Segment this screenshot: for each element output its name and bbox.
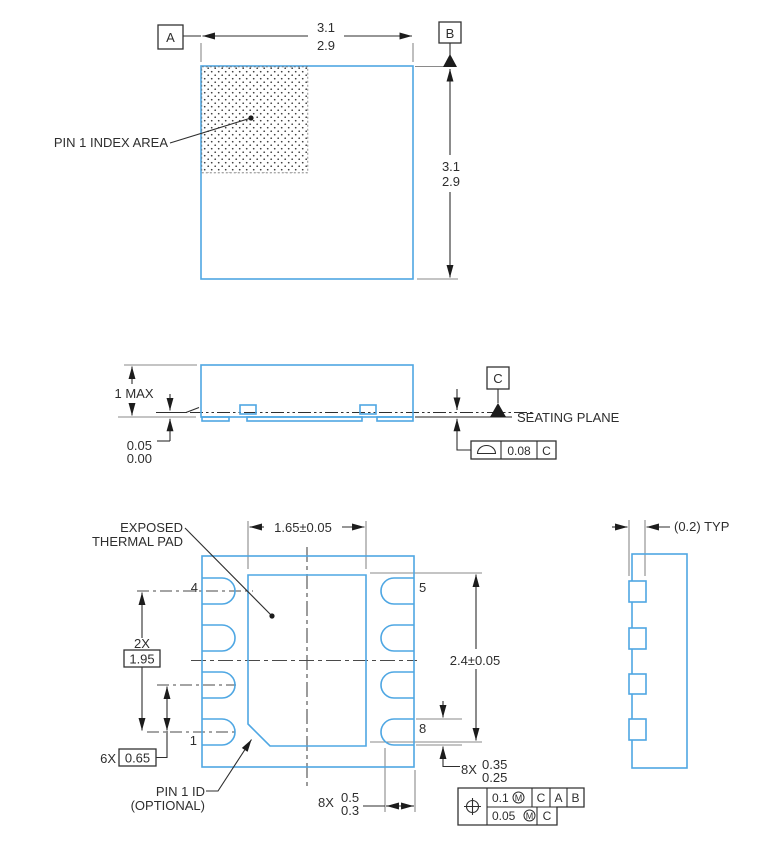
lead-thickness-dimension: (0.2) TYP xyxy=(612,519,729,534)
seating-plane-label: SEATING PLANE xyxy=(517,410,620,425)
exposed-pad-label-1: EXPOSED xyxy=(120,520,183,535)
pin-pitch-dimension: 6X 0.65 xyxy=(100,686,171,767)
lead-width-qty: 8X xyxy=(461,762,477,777)
left-pins xyxy=(202,577,236,746)
pin1-id-label-1: PIN 1 ID xyxy=(156,784,205,799)
pin1-id-callout: PIN 1 ID (OPTIONAL) xyxy=(131,739,252,813)
position-frame: 0.1 M C A B 0.05 M C xyxy=(457,787,585,826)
detail-body-outline xyxy=(631,553,688,769)
top-view: 3.1 2.9 3.1 2.9 A B PIN 1 INDEX AREA xyxy=(54,20,462,280)
top-width-dimension: 3.1 2.9 xyxy=(183,20,412,53)
lead-length-min: 0.3 xyxy=(341,803,359,818)
lead-width-max: 0.35 xyxy=(482,757,507,772)
pad-width-value: 1.65±0.05 xyxy=(274,520,332,535)
pad-width-dimension: 1.65±0.05 xyxy=(249,520,365,535)
lead-length-dimension: 8X 0.5 0.3 xyxy=(318,790,414,818)
position-modifier-1: M xyxy=(515,793,523,803)
mmc-modifier-circle xyxy=(512,791,525,804)
bottom-view-centerlines xyxy=(137,547,417,790)
detail-view: (0.2) TYP xyxy=(612,519,729,769)
span-value: 1.95 xyxy=(129,652,154,667)
bottom-view: 4 5 1 8 EXPOSED THERMAL PAD 1.65±0.05 2.… xyxy=(92,520,585,826)
pin-number-8: 8 xyxy=(419,721,426,736)
height-max-label: 1 MAX xyxy=(114,386,153,401)
leader-dot xyxy=(248,115,254,121)
seating-plane: SEATING PLANE C xyxy=(415,366,620,425)
side-view-extension-lines xyxy=(118,364,197,418)
pad-length-dimension: 2.4±0.05 xyxy=(450,574,501,741)
position-tolerance-1: 0.1 xyxy=(492,791,509,805)
package-body-outline xyxy=(200,65,414,280)
standoff-dimension: 0.05 0.00 xyxy=(127,394,200,466)
datum-a: A xyxy=(157,24,184,50)
datum-b: B xyxy=(438,21,462,67)
top-width-max: 3.1 xyxy=(317,20,335,35)
right-pins xyxy=(380,577,414,746)
datum-a-label: A xyxy=(166,30,175,45)
flatness-frame: 0.08 C xyxy=(453,389,557,460)
pin-number-5: 5 xyxy=(419,580,426,595)
position-datum-3: B xyxy=(571,791,579,805)
pitch-qty: 6X xyxy=(100,751,116,766)
exposed-pad-callout: EXPOSED THERMAL PAD xyxy=(92,520,275,619)
position-datum-4: C xyxy=(543,809,552,823)
side-view-body xyxy=(200,364,414,422)
position-symbol xyxy=(464,798,481,815)
mmc-modifier-circle xyxy=(523,809,536,822)
position-modifier-2: M xyxy=(526,811,534,821)
pin1-index-callout: PIN 1 INDEX AREA xyxy=(54,115,254,150)
standoff-max: 0.05 xyxy=(127,438,152,453)
height-dimension: 1 MAX xyxy=(114,366,154,416)
side-view: 1 MAX 0.05 0.00 SEATING PLANE C xyxy=(114,364,620,466)
flatness-tolerance: 0.08 xyxy=(507,444,531,458)
detail-extension-lines xyxy=(628,520,646,576)
bottom-view-extension-lines xyxy=(247,521,482,812)
lead-length-max: 0.5 xyxy=(341,790,359,805)
top-view-extension-lines xyxy=(200,43,458,280)
top-height-max: 3.1 xyxy=(442,159,460,174)
datum-b-label: B xyxy=(446,26,455,41)
pin-span-dimension: 2X 1.95 xyxy=(123,592,161,731)
pin1-id-label-2: (OPTIONAL) xyxy=(131,798,205,813)
top-height-dimension: 3.1 2.9 xyxy=(442,69,460,278)
lead-thickness-value: (0.2) TYP xyxy=(674,519,729,534)
position-datum-2: A xyxy=(554,791,562,805)
pin-number-4: 4 xyxy=(191,580,198,595)
standoff-min: 0.00 xyxy=(127,451,152,466)
datum-c-label: C xyxy=(493,371,502,386)
pin1-index-label: PIN 1 INDEX AREA xyxy=(54,135,168,150)
datum-c-triangle xyxy=(490,403,506,417)
pin-number-1: 1 xyxy=(190,733,197,748)
detail-lead-tabs xyxy=(628,580,647,741)
span-qty: 2X xyxy=(134,636,150,651)
lead-width-min: 0.25 xyxy=(482,770,507,785)
position-tolerance-2: 0.05 xyxy=(492,809,516,823)
datum-b-triangle xyxy=(443,54,457,67)
bottom-body-outline xyxy=(201,555,415,768)
pitch-value: 0.65 xyxy=(125,751,150,766)
top-width-min: 2.9 xyxy=(317,38,335,53)
leader-dot xyxy=(269,613,275,619)
exposed-pad-label-2: THERMAL PAD xyxy=(92,534,183,549)
lead-width-dimension: 8X 0.35 0.25 xyxy=(439,701,507,785)
seating-plane-flatness-symbol xyxy=(476,444,497,455)
flatness-datum: C xyxy=(542,444,551,458)
position-datum-1: C xyxy=(537,791,546,805)
top-height-min: 2.9 xyxy=(442,174,460,189)
lead-length-qty: 8X xyxy=(318,795,334,810)
exposed-thermal-pad xyxy=(247,574,367,747)
pin1-index-area xyxy=(201,66,309,174)
pad-length-value: 2.4±0.05 xyxy=(450,653,501,668)
